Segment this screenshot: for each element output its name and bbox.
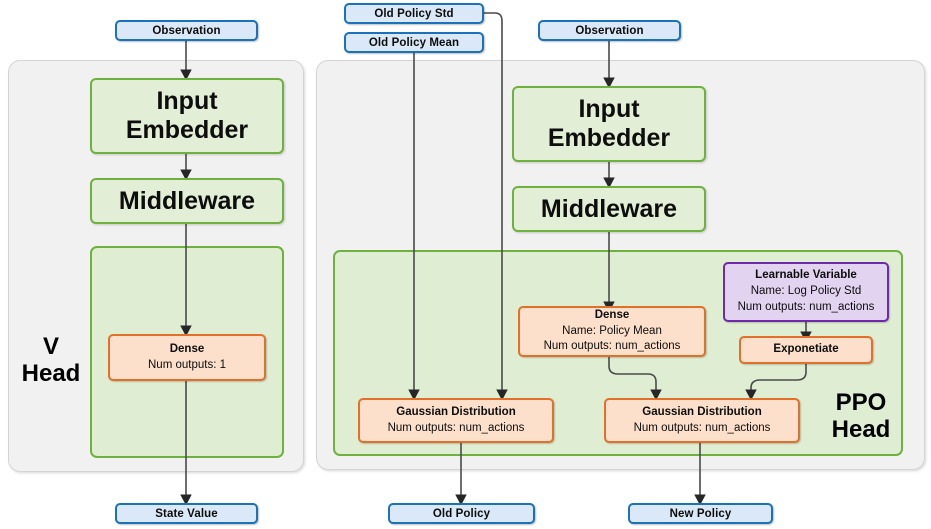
io-new-policy-label: New Policy bbox=[669, 507, 732, 520]
io-old-policy-mean-label: Old Policy Mean bbox=[368, 36, 460, 49]
op-gaussian-new-title: Gaussian Distribution bbox=[642, 405, 762, 418]
op-exponetiate[interactable]: Exponetiate bbox=[739, 336, 873, 364]
var-learnable-title: Learnable Variable bbox=[755, 269, 857, 282]
op-gaussian-new-num-outputs: Num outputs: num_actions bbox=[633, 421, 771, 434]
io-old-policy-std[interactable]: Old Policy Std bbox=[344, 3, 484, 24]
io-old-policy-mean[interactable]: Old Policy Mean bbox=[344, 32, 484, 53]
var-learnable-name: Name: Log Policy Std bbox=[750, 285, 862, 298]
module-middleware-v[interactable]: Middleware bbox=[90, 178, 284, 224]
ppo-head-caption-line2: Head bbox=[831, 415, 891, 443]
op-gaussian-old-title: Gaussian Distribution bbox=[396, 405, 516, 418]
io-old-policy-label: Old Policy bbox=[432, 507, 491, 520]
op-gaussian-old-num-outputs: Num outputs: num_actions bbox=[387, 421, 525, 434]
v-head-caption-line2: Head bbox=[21, 359, 81, 387]
op-dense-v-num-outputs: Num outputs: 1 bbox=[148, 358, 226, 371]
op-dense-policy-mean-name: Name: Policy Mean bbox=[562, 324, 662, 337]
io-observation-ppo[interactable]: Observation bbox=[538, 20, 681, 41]
var-learnable-num-outputs: Num outputs: num_actions bbox=[737, 300, 875, 313]
module-input-embedder-v[interactable]: Input Embedder bbox=[90, 78, 284, 154]
io-state-value-label: State Value bbox=[155, 507, 218, 520]
module-input-embedder-ppo-label: Input Embedder bbox=[547, 95, 671, 152]
io-observation-v-label: Observation bbox=[152, 24, 221, 37]
module-input-embedder-ppo[interactable]: Input Embedder bbox=[512, 86, 706, 162]
io-new-policy[interactable]: New Policy bbox=[628, 503, 773, 524]
var-learnable-log-policy-std[interactable]: Learnable Variable Name: Log Policy Std … bbox=[723, 262, 889, 322]
v-head-caption: V Head bbox=[16, 333, 86, 388]
op-dense-v-title: Dense bbox=[169, 342, 205, 355]
op-dense-policy-mean-title: Dense bbox=[594, 309, 630, 322]
op-gaussian-distribution-old[interactable]: Gaussian Distribution Num outputs: num_a… bbox=[358, 398, 554, 443]
ppo-head-caption: PPO Head bbox=[825, 389, 897, 444]
module-middleware-ppo-label: Middleware bbox=[540, 194, 678, 223]
v-head-caption-line1: V bbox=[42, 333, 59, 360]
module-input-embedder-v-label: Input Embedder bbox=[125, 87, 249, 144]
io-observation-v[interactable]: Observation bbox=[115, 20, 258, 41]
ppo-head-caption-line1: PPO bbox=[835, 389, 887, 416]
io-old-policy[interactable]: Old Policy bbox=[388, 503, 535, 524]
op-exponetiate-title: Exponetiate bbox=[773, 343, 839, 356]
op-dense-policy-mean[interactable]: Dense Name: Policy Mean Num outputs: num… bbox=[518, 306, 706, 357]
io-observation-ppo-label: Observation bbox=[575, 24, 644, 37]
op-gaussian-distribution-new[interactable]: Gaussian Distribution Num outputs: num_a… bbox=[604, 398, 800, 443]
op-dense-v[interactable]: Dense Num outputs: 1 bbox=[108, 334, 266, 381]
module-middleware-v-label: Middleware bbox=[118, 186, 256, 215]
io-state-value[interactable]: State Value bbox=[115, 503, 258, 524]
module-middleware-ppo[interactable]: Middleware bbox=[512, 186, 706, 232]
io-old-policy-std-label: Old Policy Std bbox=[374, 7, 454, 20]
op-dense-policy-mean-num-outputs: Num outputs: num_actions bbox=[543, 340, 681, 353]
